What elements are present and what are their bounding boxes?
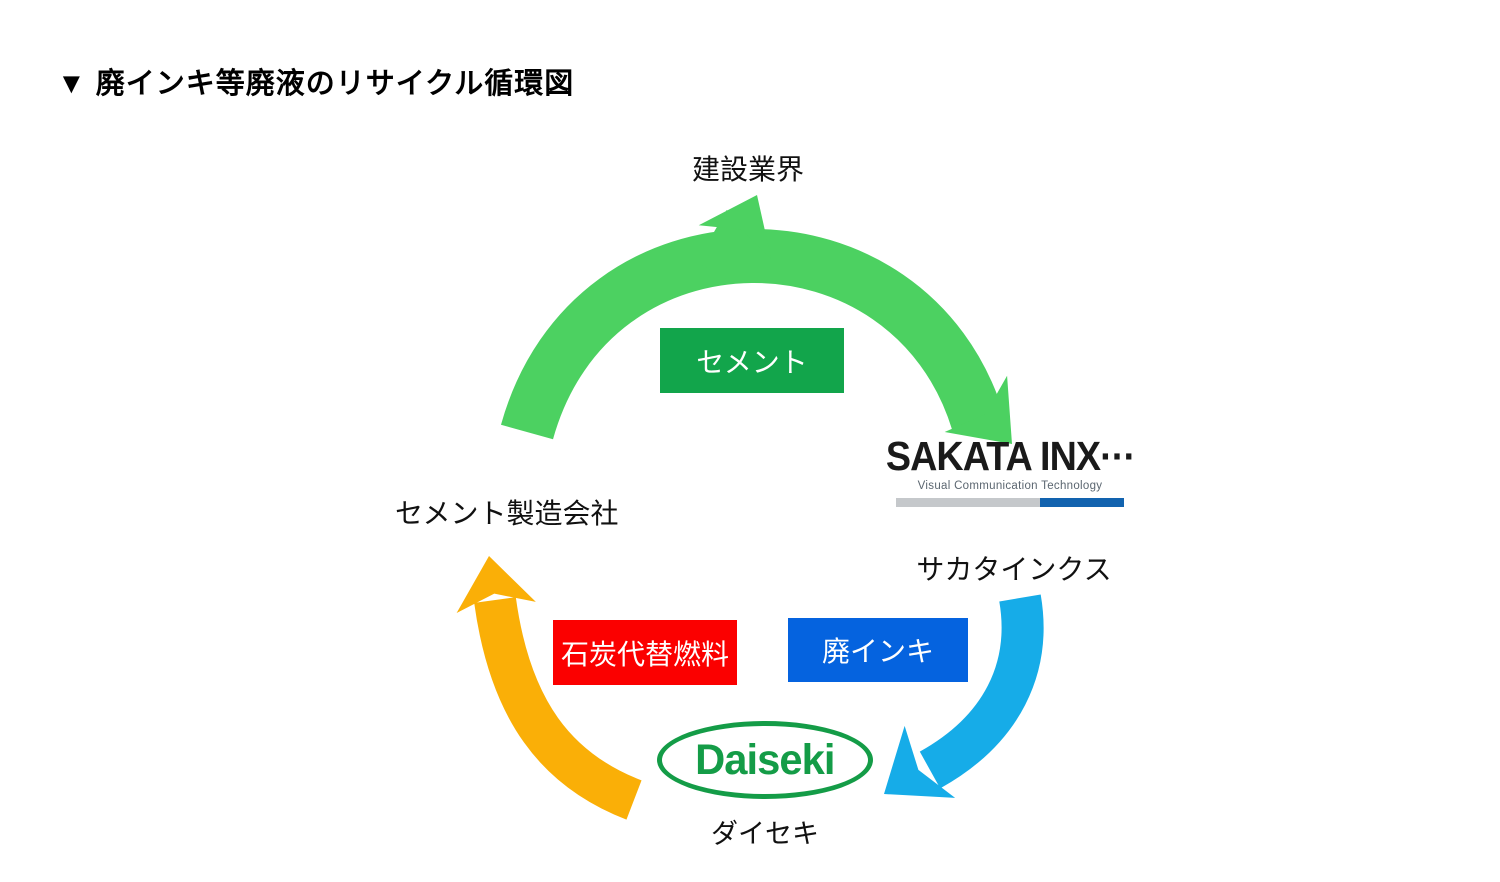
- green-cement-arrow-curve: [500, 229, 1004, 440]
- waste-ink-flow-box: 廃インキ: [788, 618, 968, 682]
- green-right-arrowhead: [944, 375, 1012, 444]
- page-title: ▼ 廃インキ等廃液のリサイクル循環図: [57, 68, 575, 100]
- coal-fuel-flow-label: 石炭代替燃料: [560, 638, 729, 670]
- cement-flow-label: セメント: [696, 346, 808, 378]
- sakata-inx-tagline: Visual Communication Technology: [917, 480, 1103, 492]
- blue-arrowhead: [884, 725, 956, 798]
- daiseki-wordmark: Daiseki: [695, 735, 835, 784]
- blue-waste-ink-arrow-curve: [919, 594, 1044, 789]
- green-up-arrowhead: [698, 195, 772, 260]
- node-label-sakata-inx: サカタインクス: [916, 554, 1112, 585]
- yellow-fuel-arrow-curve: [474, 597, 642, 820]
- sakata-inx-logo: SAKATA INX··· Visual Communication Techn…: [885, 436, 1136, 507]
- node-label-daiseki: ダイセキ: [711, 819, 819, 849]
- sakata-inx-wordmark: SAKATA INX···: [885, 433, 1135, 479]
- daiseki-logo: Daiseki: [657, 721, 873, 799]
- cement-flow-box: セメント: [660, 328, 844, 393]
- coal-fuel-flow-box: 石炭代替燃料: [553, 620, 737, 685]
- sakata-bar-gray-segment: [896, 498, 1040, 507]
- sakata-inx-logo-bar: [896, 498, 1124, 507]
- node-label-cement-maker: セメント製造会社: [395, 498, 619, 529]
- waste-ink-flow-label: 廃インキ: [821, 636, 934, 667]
- sakata-bar-blue-segment: [1039, 498, 1124, 507]
- yellow-arrowhead: [456, 556, 536, 614]
- node-label-construction-industry: 建設業界: [691, 154, 804, 185]
